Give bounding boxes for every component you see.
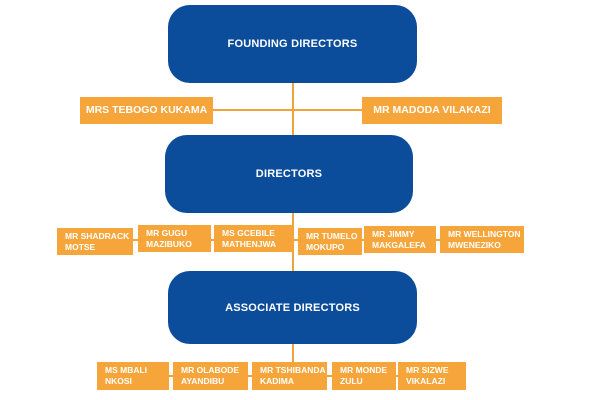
member-name-line2: MOKUPO [306,241,345,252]
member-name: MR MADODA VILAKAZI [373,104,491,116]
director-member-box: MS GCEBILE MATHENJWA [214,225,293,252]
founding-directors-title: FOUNDING DIRECTORS [227,38,358,50]
member-name-line2: NKOSI [105,376,132,386]
director-member-box: MR GUGU MAZIBUKO [138,225,211,252]
member-name-line2: MAKGALEFA [372,239,426,250]
member-name-line1: MR SIZWE [406,365,449,375]
associate-member-box: MS MBALI NKOSI [97,362,169,390]
member-name-line2: VIKALAZI [406,376,446,386]
associate-member-box: MR SIZWE VIKALAZI [398,362,466,390]
member-name-line1: MR TUMELO [306,230,358,241]
associate-directors-box: ASSOCIATE DIRECTORS [168,271,417,344]
member-name-line1: MR GUGU [146,227,188,238]
member-name-line1: MR MONDE [340,365,388,375]
member-name-line1: MR SHADRACK [65,230,130,241]
member-name-line1: MR OLABODE [181,365,240,375]
director-member-box: MR JIMMY MAKGALEFA [364,226,436,253]
founding-directors-box: FOUNDING DIRECTORS [168,5,417,83]
directors-title: DIRECTORS [255,168,323,180]
founding-members-connector [212,109,364,111]
member-name-line2: MATHENJWA [222,238,277,249]
member-name-line1: MS GCEBILE [222,227,275,238]
founding-member-box: MR MADODA VILAKAZI [362,97,502,124]
member-name-line2: MOTSE [65,241,96,252]
associate-directors-title: ASSOCIATE DIRECTORS [225,301,360,314]
member-name-line2: MAZIBUKO [146,238,192,249]
vertical-connector [292,78,294,378]
member-name-line2: AYANDIBU [181,376,225,386]
member-name-line2: ZULU [340,376,363,386]
member-name-line1: MR JIMMY [372,228,415,239]
member-name-line2: MWENEZIKO [448,239,501,250]
associate-member-box: MR MONDE ZULU [332,362,396,390]
associate-member-box: MR OLABODE AYANDIBU [173,362,248,390]
member-name-line1: MR WELLINGTON [448,228,521,239]
directors-box: DIRECTORS [165,135,413,213]
director-member-box: MR SHADRACK MOTSE [57,228,133,255]
member-name-line1: MR TSHIBANDA [260,365,326,375]
founding-member-box: MRS TEBOGO KUKAMA [80,97,213,124]
member-name-line1: MS MBALI [105,365,148,375]
member-name: MRS TEBOGO KUKAMA [85,104,208,116]
director-member-box: MR TUMELO MOKUPO [298,228,362,255]
member-name-line2: KADIMA [260,376,294,386]
director-member-box: MR WELLINGTON MWENEZIKO [440,226,524,253]
associate-member-box: MR TSHIBANDA KADIMA [252,362,327,390]
